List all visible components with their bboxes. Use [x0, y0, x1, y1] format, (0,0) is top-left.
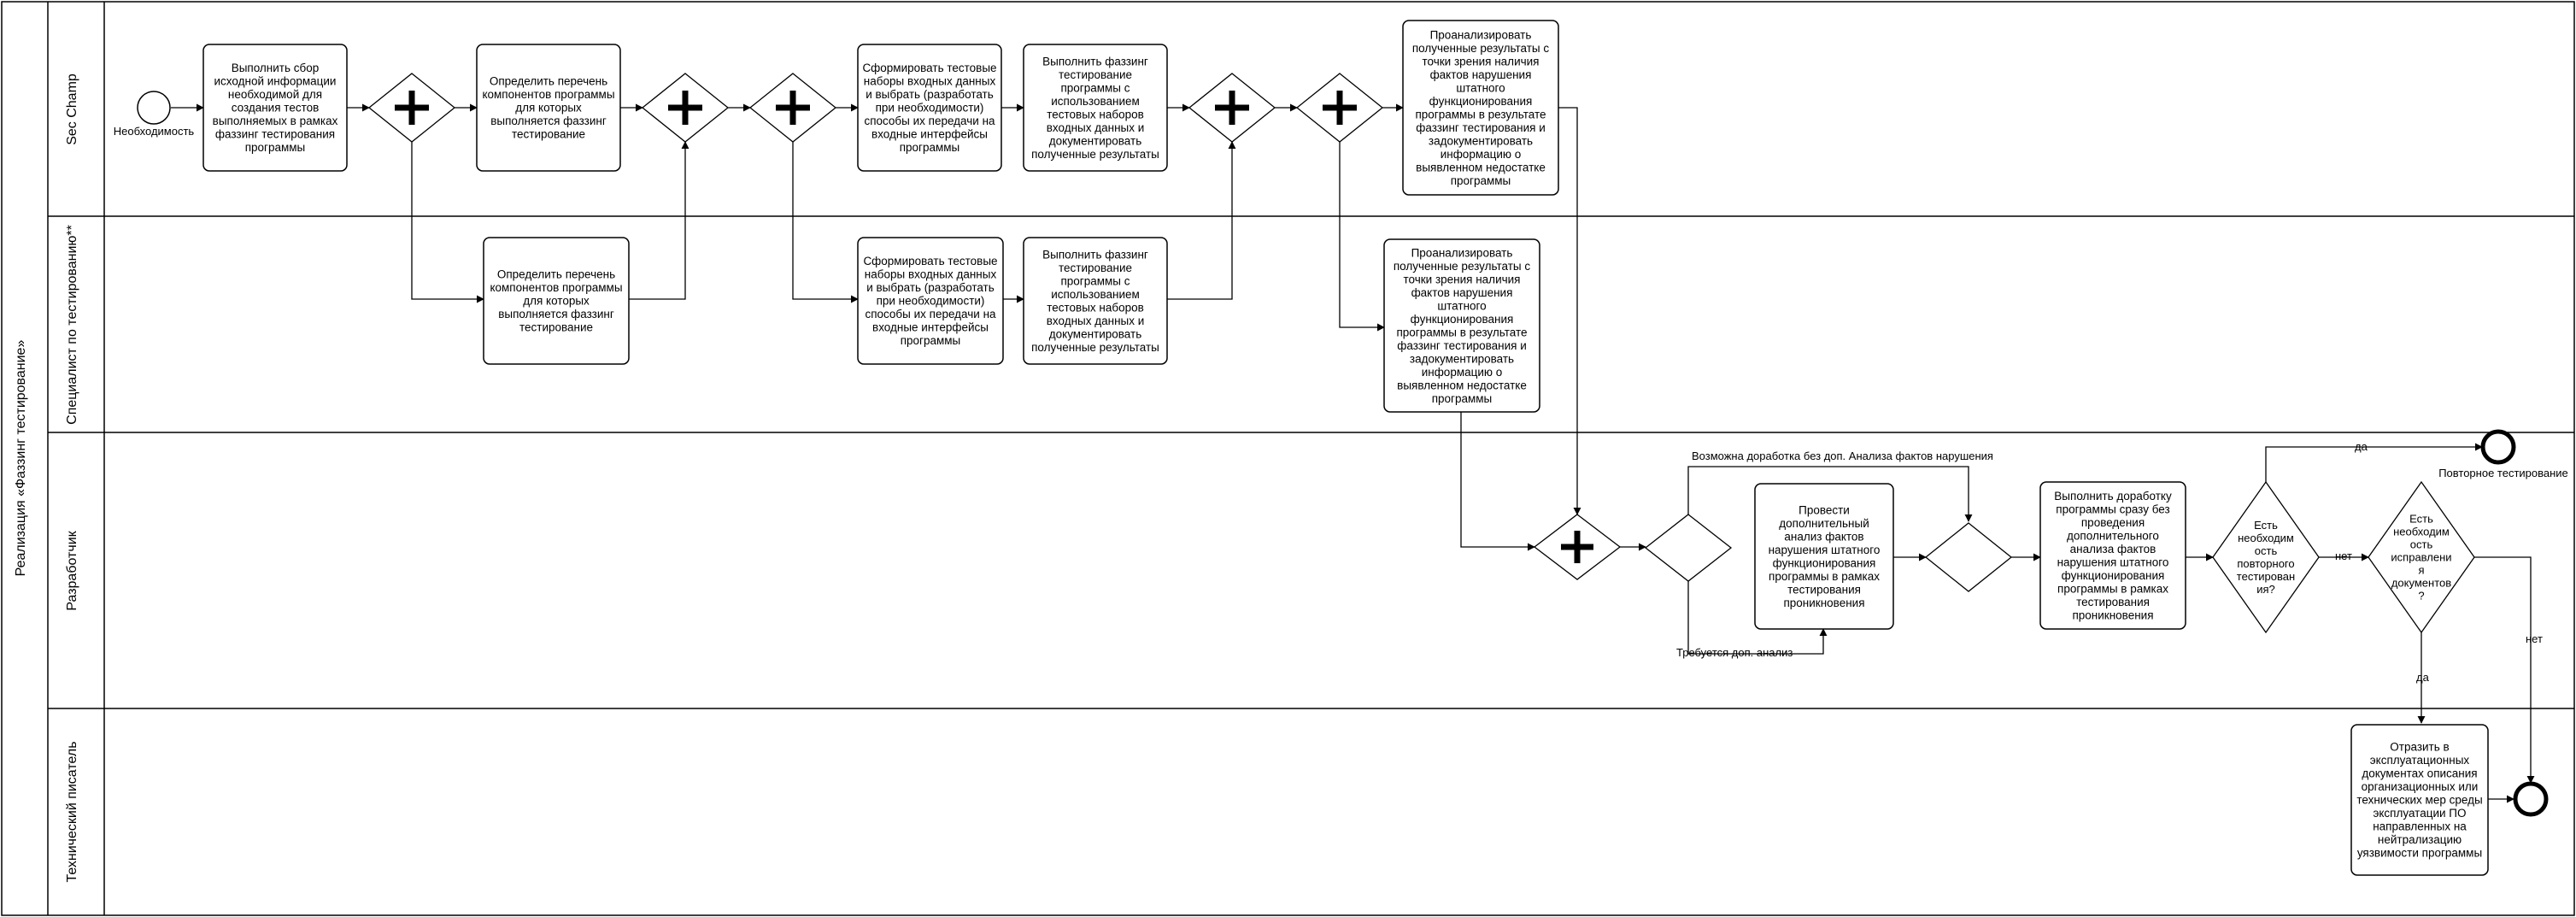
edge-label-no-extra: Возможна доработка без доп. Анализа факт… [1692, 450, 1993, 462]
flow-xor1-xor2-noextra [1687, 466, 1973, 522]
flow-split3-specanalyze [1339, 142, 1385, 332]
flow-retest-end-yes [2265, 443, 2483, 482]
start-event[interactable] [137, 91, 171, 125]
parallel-gateways [367, 73, 1622, 580]
flow-split1-specdefine [411, 142, 484, 303]
flow-docfix-endfinal-no [2474, 556, 2535, 784]
edge-label-retest-yes: да [2355, 440, 2368, 453]
lane-label-tech-writer: Технический писатель [65, 741, 79, 882]
exclusive-gateway-merge[interactable] [1924, 522, 2013, 592]
flow-split2-specform [792, 142, 859, 303]
lane-label-developer: Разработчик [65, 530, 79, 610]
lane-label-tester: Специалист по тестированию** [65, 225, 79, 425]
edge-label-docfix-no: нет [2526, 632, 2543, 645]
parallel-gateway-split2[interactable] [748, 73, 837, 143]
flow-specdefine-join1 [629, 141, 689, 300]
end-event-retest[interactable] [2480, 429, 2516, 465]
parallel-gateway-join2[interactable] [1188, 73, 1276, 143]
parallel-gateway-split3[interactable] [1295, 73, 1384, 143]
start-event-label: Необходимость [114, 125, 195, 138]
decision-docfix[interactable] [2368, 480, 2475, 634]
flow-specanalyze-join3 [1460, 412, 1535, 551]
end-event-final[interactable] [2513, 781, 2549, 817]
end-event-retest-label: Повторное тестирование [2438, 467, 2568, 479]
pool-label: Реализация «Фаззинг тестирование» [14, 340, 28, 577]
flow-specexec-join2 [1167, 141, 1236, 300]
edge-label-retest-no: нет [2335, 550, 2352, 562]
edge-label-docfix-yes: да [2416, 671, 2430, 684]
edge-label-need-extra: Требуется доп. анализ [1676, 646, 1793, 659]
parallel-gateway-join1[interactable] [641, 73, 730, 143]
parallel-gateway-join3[interactable] [1533, 514, 1622, 580]
decision-retest[interactable] [2212, 480, 2320, 634]
sequence-flows [171, 103, 2535, 803]
parallel-gateway-split1[interactable] [367, 73, 456, 143]
lane-label-sec-champ: Sec Champ [65, 73, 79, 145]
flow-xor1-devextra-needextra [1687, 581, 1828, 655]
exclusive-gateway-extra-analysis[interactable] [1644, 514, 1733, 582]
flow-secanalyze-join3 [1558, 107, 1581, 515]
